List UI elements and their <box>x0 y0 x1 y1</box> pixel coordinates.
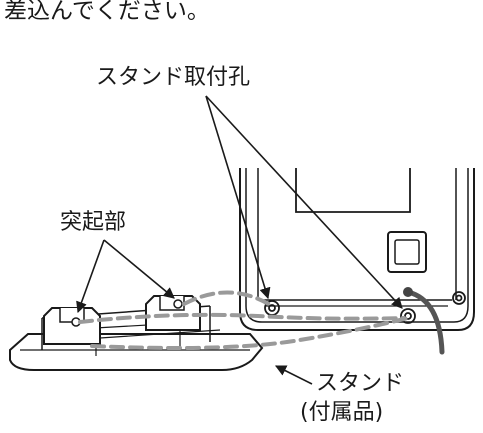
label-projections: 突起部 <box>60 210 127 235</box>
arrows-projections <box>76 239 175 314</box>
intro-text: 差込んでください。 <box>4 0 210 24</box>
dashed-guides <box>78 290 410 350</box>
arrows-stand-holes <box>205 95 403 309</box>
label-stand-holes: スタンド取付孔 <box>96 65 251 90</box>
cable <box>405 289 445 355</box>
arrow-stand <box>274 365 313 385</box>
screw-corner <box>452 291 466 305</box>
label-stand: スタンド <box>316 371 405 396</box>
label-accessory: (付属品) <box>300 400 384 425</box>
projection-left <box>43 307 101 345</box>
stand-hole-right <box>400 308 416 324</box>
